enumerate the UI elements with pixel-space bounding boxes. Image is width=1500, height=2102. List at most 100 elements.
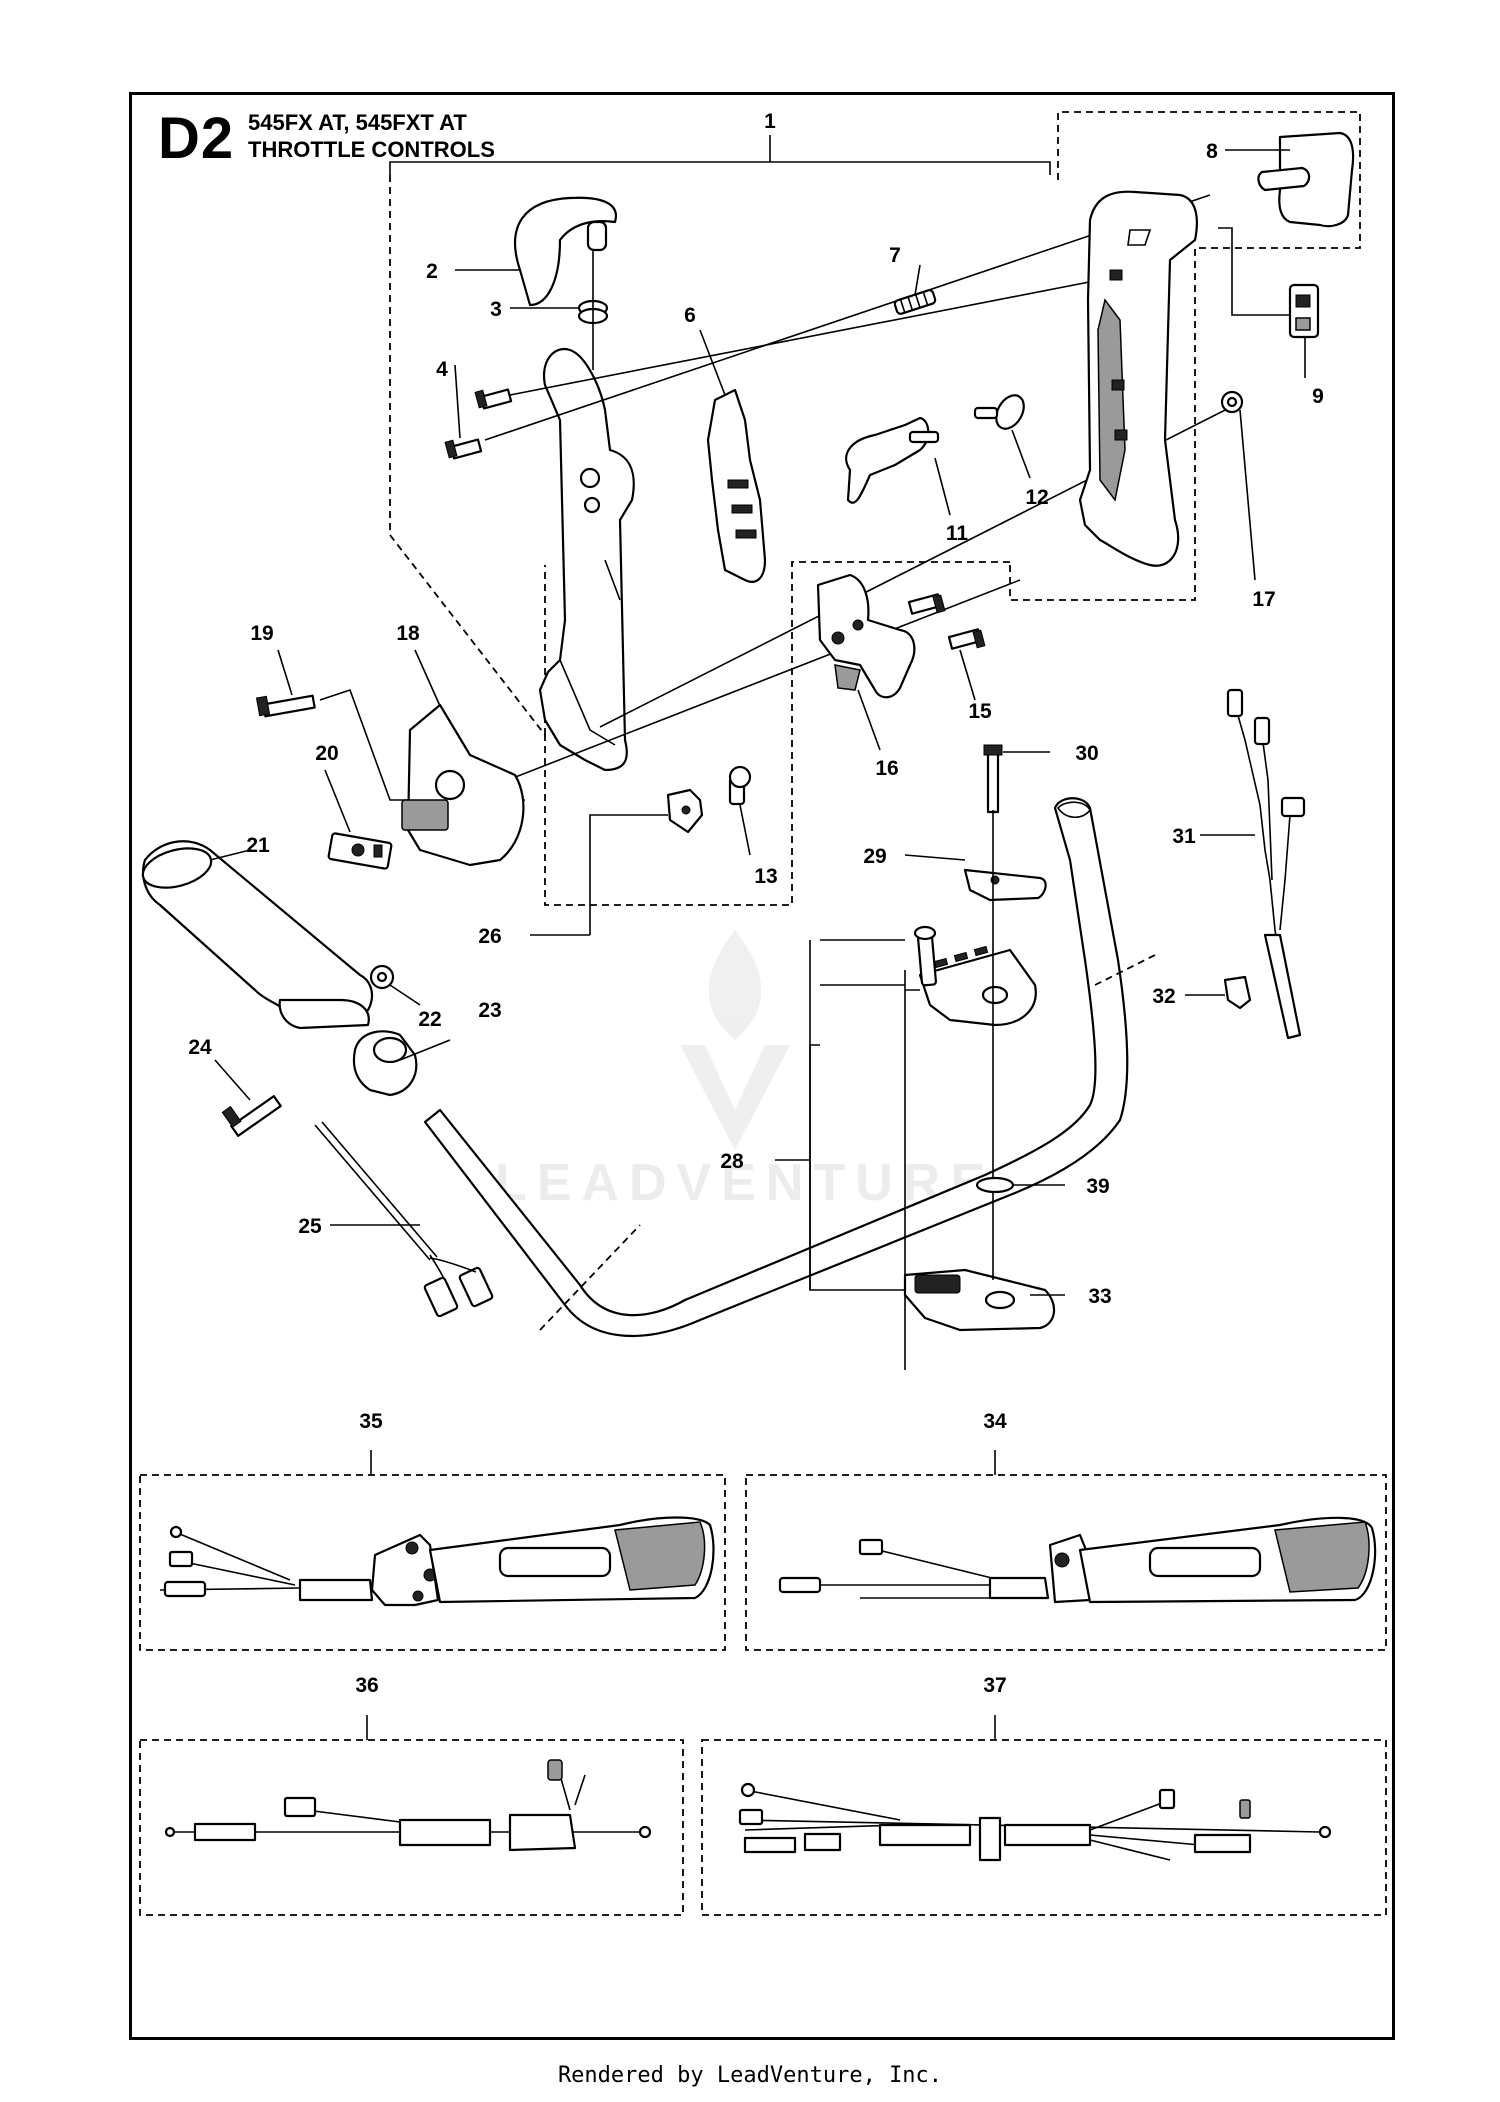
callout-17: 17 bbox=[1252, 588, 1275, 611]
handle-cover bbox=[406, 703, 525, 867]
loop-handle bbox=[423, 797, 1129, 1338]
box-37 bbox=[701, 1739, 1387, 1916]
wire-terminal bbox=[1226, 688, 1244, 718]
box-36 bbox=[139, 1739, 684, 1916]
box-35 bbox=[139, 1474, 726, 1651]
group-1-bracket bbox=[389, 161, 1051, 175]
handle-assembly-outline bbox=[389, 175, 1010, 906]
callout-21: 21 bbox=[246, 834, 270, 857]
leader-15 bbox=[959, 649, 976, 701]
callout-36: 36 bbox=[355, 1674, 378, 1697]
guide-line-b bbox=[509, 274, 1126, 396]
callout-4: 4 bbox=[436, 358, 448, 381]
diagram-frame bbox=[129, 92, 1395, 2040]
handle-bracket-upper bbox=[918, 948, 1037, 1027]
watermark-text: LEADVENTURE bbox=[495, 1154, 995, 1212]
callout-6: 6 bbox=[684, 304, 696, 327]
callout-29: 29 bbox=[863, 845, 886, 868]
diagram-title: THROTTLE CONTROLS bbox=[248, 137, 495, 162]
section-code: D2 bbox=[158, 106, 235, 171]
handle-hole-2 bbox=[583, 496, 601, 514]
callout-15: 15 bbox=[968, 700, 992, 723]
footer-credit: Rendered by LeadVenture, Inc. bbox=[557, 2063, 943, 2088]
leader-4 bbox=[454, 364, 461, 439]
callout-22: 22 bbox=[418, 1008, 441, 1031]
cable-terminal-2 bbox=[458, 1266, 494, 1308]
bracket-bolt bbox=[916, 933, 938, 987]
handle-hole bbox=[579, 467, 601, 489]
washer bbox=[975, 1176, 1015, 1194]
callout-16: 16 bbox=[875, 757, 898, 780]
callout-23: 23 bbox=[478, 999, 501, 1022]
cable-clamp bbox=[816, 573, 916, 699]
wire-connector bbox=[1280, 796, 1306, 818]
handle-rib bbox=[604, 559, 621, 601]
bolt-19 bbox=[255, 694, 316, 718]
callout-39: 39 bbox=[1086, 1175, 1109, 1198]
callout-2: 2 bbox=[426, 260, 438, 283]
leader-19 bbox=[277, 649, 293, 696]
lockout-pin bbox=[908, 430, 940, 444]
wire-sleeve bbox=[1263, 933, 1302, 1040]
trigger-pivot bbox=[586, 220, 608, 252]
leader-22 bbox=[389, 984, 421, 1006]
cable-assembly-37 bbox=[738, 1782, 1332, 1862]
callout-34: 34 bbox=[983, 1410, 1007, 1433]
callout-labels: 1 2 3 4 6 7 8 9 11 12 13 15 16 17 18 19 … bbox=[188, 110, 1324, 1697]
leader-12 bbox=[1011, 429, 1031, 479]
callout-35: 35 bbox=[359, 1410, 383, 1433]
handle-assembly-35 bbox=[159, 1516, 715, 1607]
callout-37: 37 bbox=[983, 1674, 1006, 1697]
throttle-handle-right-half bbox=[1078, 190, 1198, 567]
wire-clip bbox=[1223, 975, 1252, 1010]
callout-33: 33 bbox=[1088, 1285, 1111, 1308]
callout-7: 7 bbox=[889, 244, 901, 267]
handle-screw bbox=[444, 438, 483, 460]
box-34 bbox=[745, 1474, 1387, 1651]
callout-9: 9 bbox=[1312, 385, 1324, 408]
cable-assembly-36 bbox=[164, 1759, 652, 1852]
handle-cap-stem bbox=[1257, 166, 1311, 192]
leader-26 bbox=[589, 814, 668, 935]
long-bolt bbox=[986, 750, 1000, 814]
callout-24: 24 bbox=[188, 1036, 212, 1059]
callout-13: 13 bbox=[754, 865, 777, 888]
grip-bolt bbox=[221, 1095, 282, 1137]
throttle-lockout bbox=[845, 416, 930, 504]
callout-12: 12 bbox=[1025, 486, 1048, 509]
handle-assembly-34 bbox=[778, 1516, 1377, 1604]
switch-connector-line bbox=[1218, 227, 1290, 316]
leader-23 bbox=[399, 1039, 451, 1061]
cable-25 bbox=[314, 1124, 431, 1261]
callout-8: 8 bbox=[1206, 140, 1218, 163]
cable-terminal bbox=[423, 1276, 459, 1318]
leader-18 bbox=[414, 649, 441, 707]
leader-17 bbox=[1239, 409, 1256, 581]
housing-ribs bbox=[1097, 298, 1126, 502]
leader-6 bbox=[699, 329, 726, 396]
wedge-29 bbox=[963, 868, 1047, 902]
lockout-spring bbox=[995, 394, 1025, 430]
leader-16 bbox=[857, 689, 881, 751]
loop-handle-axis-2 bbox=[539, 1224, 641, 1331]
callout-30: 30 bbox=[1075, 742, 1098, 765]
clamp-screw-2 bbox=[947, 628, 986, 650]
leader-29 bbox=[904, 854, 966, 861]
callout-3: 3 bbox=[490, 298, 502, 321]
wire-harness-31 bbox=[1234, 704, 1281, 961]
bracket-guide bbox=[904, 970, 920, 1370]
leader-11 bbox=[934, 457, 951, 516]
leader-13 bbox=[739, 804, 751, 856]
callout-25: 25 bbox=[298, 1215, 322, 1238]
callout-19: 19 bbox=[250, 622, 273, 645]
trigger-lever bbox=[514, 196, 618, 307]
handle-edge bbox=[559, 659, 616, 746]
callout-18: 18 bbox=[396, 622, 420, 645]
watermark: LEADVENTURE bbox=[495, 930, 995, 1212]
handle-screw-2 bbox=[474, 388, 513, 410]
callout-26: 26 bbox=[478, 925, 501, 948]
callout-20: 20 bbox=[315, 742, 338, 765]
clamp-screw bbox=[907, 593, 946, 615]
callout-32: 32 bbox=[1152, 985, 1175, 1008]
